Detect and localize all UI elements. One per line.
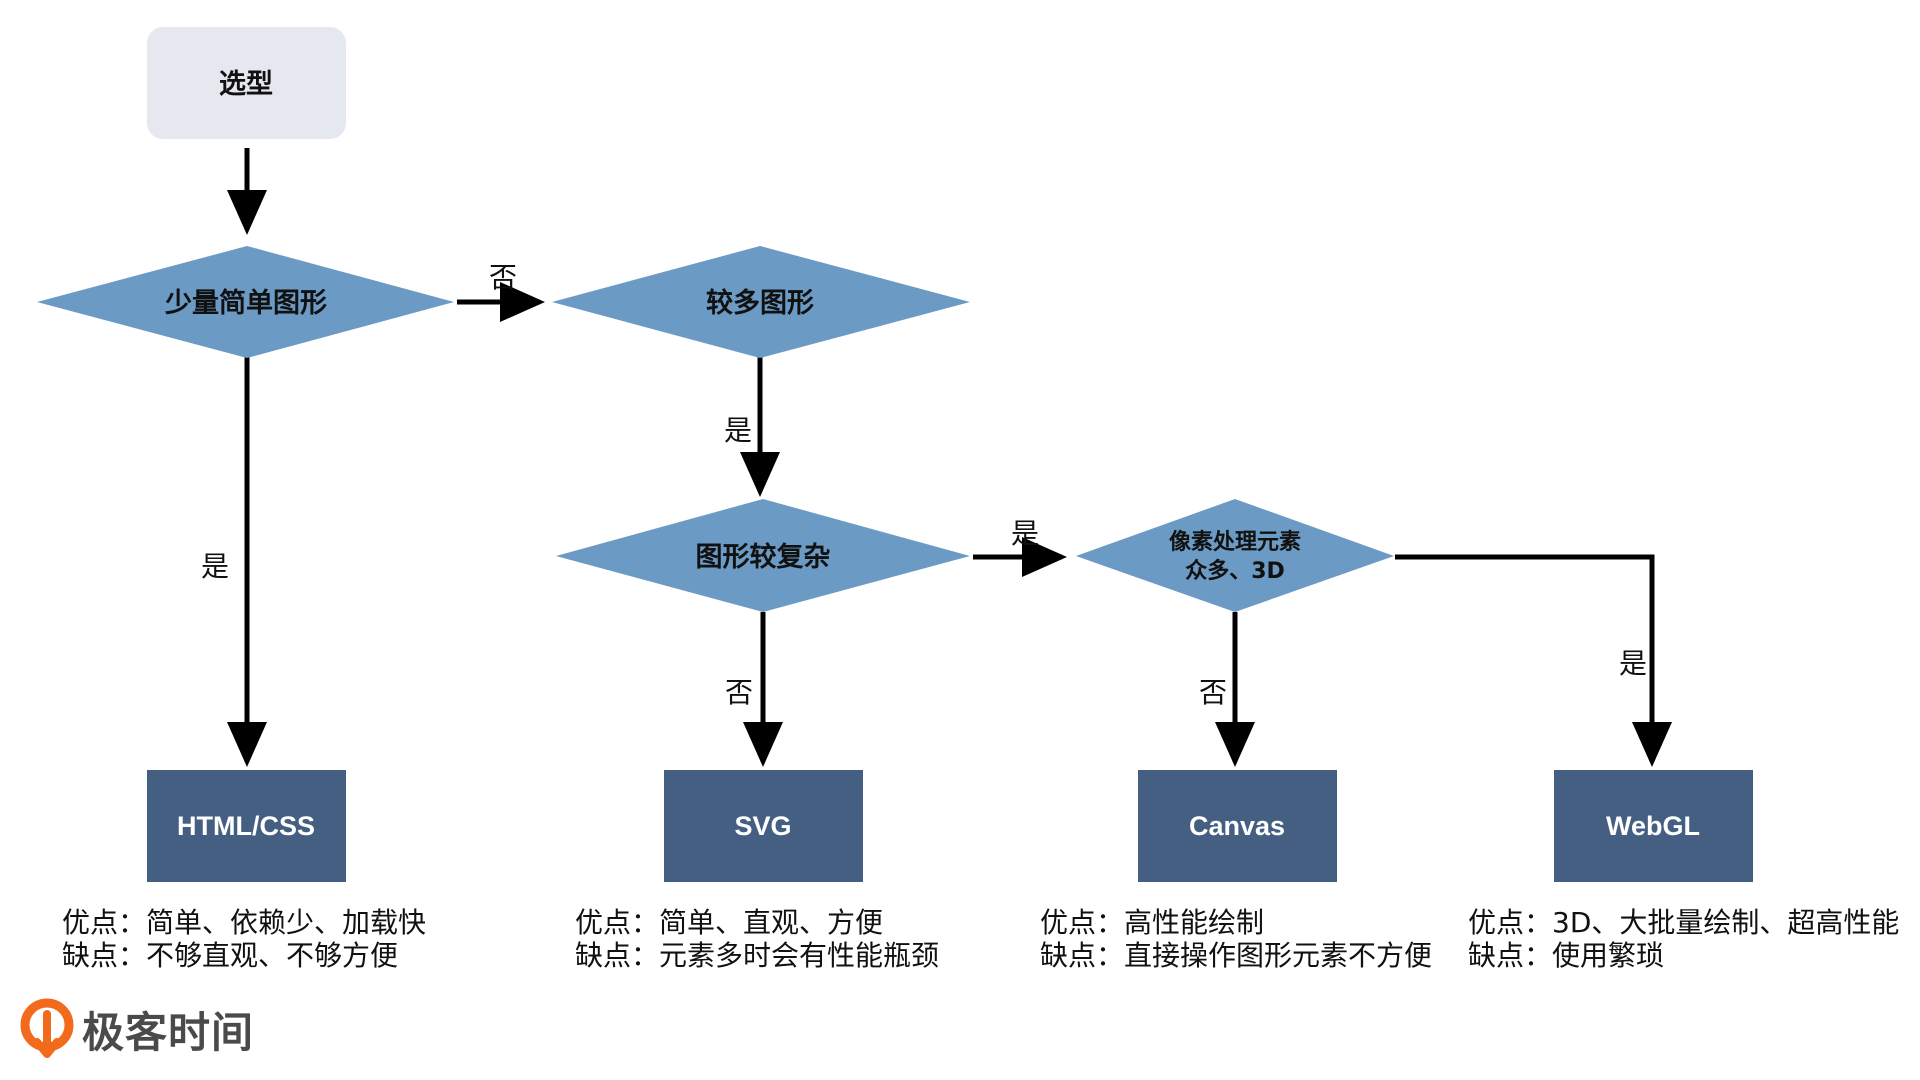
note-webgl: 优点：3D、大批量绘制、超高性能 缺点：使用繁琐: [1468, 906, 1899, 972]
edges: [227, 148, 1672, 767]
result-webgl: WebGL: [1554, 770, 1753, 882]
result-canvas-label: Canvas: [1189, 811, 1285, 841]
decision-many-shapes-label: 较多图形: [706, 287, 814, 319]
decision-complex-shapes-label: 图形较复杂: [696, 541, 831, 573]
edge-label-simple-no: 否: [489, 261, 517, 294]
result-svg-label: SVG: [734, 811, 791, 841]
edge-label-pixel-no: 否: [1199, 676, 1227, 709]
note-canvas: 优点：高性能绘制 缺点：直接操作图形元素不方便: [1040, 906, 1432, 972]
start-node-label: 选型: [219, 69, 273, 100]
result-canvas: Canvas: [1138, 770, 1337, 882]
note-webgl-pros: 优点：3D、大批量绘制、超高性能: [1468, 906, 1900, 939]
edge-label-simple-yes: 是: [201, 550, 229, 583]
note-svg: 优点：简单、直观、方便 缺点：元素多时会有性能瓶颈: [575, 906, 939, 972]
result-svg: SVG: [664, 770, 863, 882]
edge-label-complex-no: 否: [725, 676, 753, 709]
result-html-css-label: HTML/CSS: [177, 811, 315, 841]
note-html-css: 优点：简单、依赖少、加载快 缺点：不够直观、不够方便: [62, 906, 426, 972]
note-webgl-cons: 缺点：使用繁琐: [1468, 939, 1665, 972]
note-html-css-cons: 缺点：不够直观、不够方便: [62, 939, 399, 972]
brand-name: 极客时间: [82, 1007, 255, 1057]
note-canvas-pros: 优点：高性能绘制: [1040, 906, 1265, 939]
decision-many-shapes: 较多图形: [552, 246, 970, 358]
edge-pixel-yes: [1395, 554, 1672, 767]
decision-pixel-3d-label-line1: 像素处理元素: [1169, 529, 1301, 555]
brand-logo: 极客时间: [20, 998, 254, 1060]
decision-simple-shapes-label: 少量简单图形: [165, 287, 327, 319]
note-svg-pros: 优点：简单、直观、方便: [575, 906, 884, 939]
result-webgl-label: WebGL: [1606, 811, 1700, 841]
note-canvas-cons: 缺点：直接操作图形元素不方便: [1040, 939, 1433, 972]
decision-pixel-3d: 像素处理元素 众多、3D: [1076, 499, 1394, 612]
note-html-css-pros: 优点：简单、依赖少、加载快: [62, 906, 427, 939]
decision-pixel-3d-label-line2: 众多、3D: [1185, 558, 1285, 584]
edge-label-complex-yes: 是: [1011, 517, 1039, 550]
note-svg-cons: 缺点：元素多时会有性能瓶颈: [575, 939, 940, 972]
start-node: 选型: [147, 27, 346, 139]
edge-label-many-yes: 是: [724, 414, 752, 447]
brand-icon: [20, 998, 74, 1058]
decision-complex-shapes: 图形较复杂: [556, 499, 970, 612]
edge-label-pixel-yes: 是: [1619, 647, 1647, 680]
result-html-css: HTML/CSS: [147, 770, 346, 882]
decision-simple-shapes: 少量简单图形: [37, 246, 454, 358]
